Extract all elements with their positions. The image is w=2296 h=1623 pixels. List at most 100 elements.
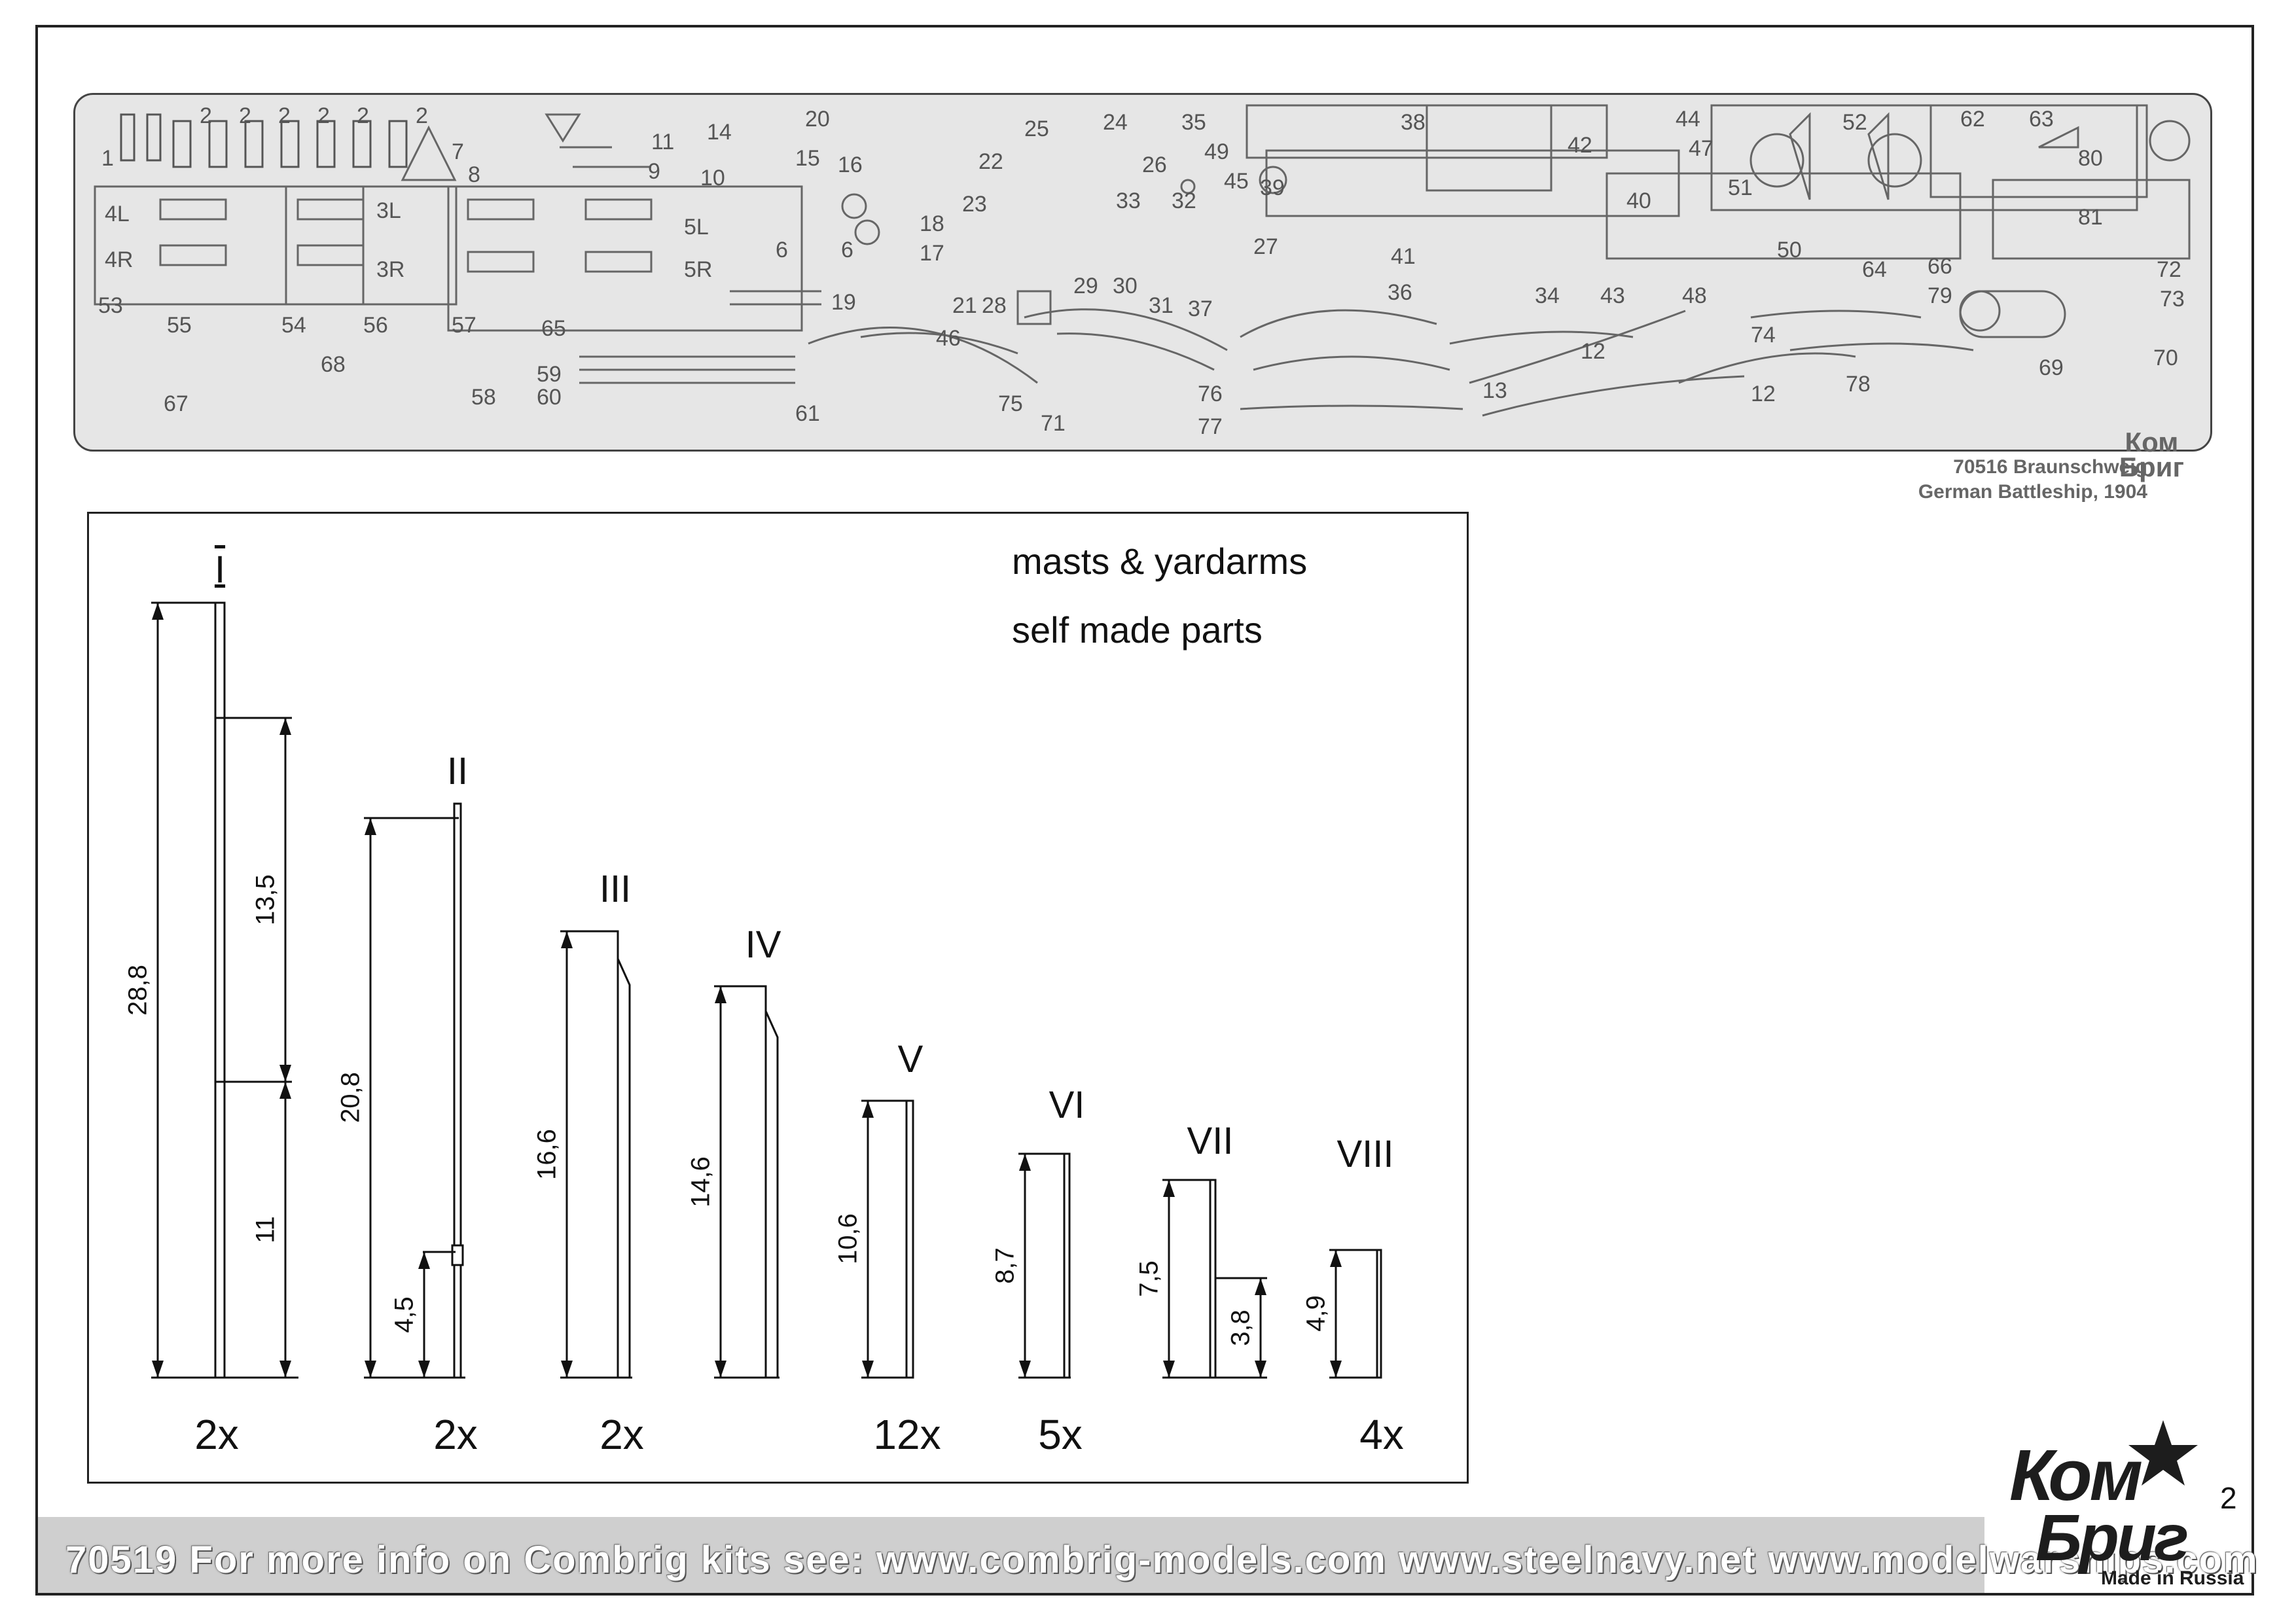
fret-part-number: 81 bbox=[2078, 205, 2103, 230]
page-number: 2 bbox=[2220, 1481, 2237, 1515]
masts-subheading: self made parts bbox=[1012, 609, 1263, 651]
fret-part-number: 69 bbox=[2039, 355, 2064, 380]
fret-part-number: 63 bbox=[2029, 107, 2054, 132]
fret-part-number: 11 bbox=[651, 130, 675, 154]
mast-quantity-III: 2x bbox=[600, 1411, 644, 1458]
dimension-label: 7,5 bbox=[1134, 1260, 1164, 1297]
fret-part-number: 40 bbox=[1626, 188, 1651, 213]
fret-part-number: 78 bbox=[1846, 372, 1871, 397]
fret-part-number: 56 bbox=[363, 313, 388, 338]
dimension-label: 10,6 bbox=[833, 1213, 863, 1264]
mast-label-II: II bbox=[446, 750, 469, 793]
fret-part-number: 75 bbox=[998, 391, 1023, 416]
mast-quantity-I: 2x bbox=[194, 1411, 239, 1458]
fret-part-number: 19 bbox=[831, 290, 856, 315]
mast-quantity-V: 12x bbox=[873, 1411, 941, 1458]
fret-title-line1: 70516 Braunschweig bbox=[1953, 456, 2147, 478]
fret-part-number: 54 bbox=[281, 313, 306, 338]
fret-part-number: 14 bbox=[707, 120, 732, 145]
masts-yardarms-panel: masts & yardarms self made parts I II II… bbox=[87, 512, 1469, 1484]
fret-part-number: 3R bbox=[376, 257, 405, 282]
fret-part-number: 70 bbox=[2153, 346, 2178, 370]
page-frame bbox=[35, 25, 2254, 1596]
fret-part-number: 2 bbox=[278, 103, 291, 128]
footer-text: 70519 For more info on Combrig kits see:… bbox=[65, 1539, 2259, 1581]
fret-part-number: 35 bbox=[1181, 110, 1206, 135]
fret-part-number: 7 bbox=[452, 139, 464, 164]
dimension-label: 20,8 bbox=[336, 1072, 365, 1123]
fret-part-number: 17 bbox=[920, 241, 944, 266]
fret-part-number: 2 bbox=[239, 103, 251, 128]
fret-part-number: 27 bbox=[1253, 234, 1278, 259]
fret-part-number: 74 bbox=[1751, 323, 1776, 348]
dimension-label: 3,8 bbox=[1226, 1310, 1255, 1346]
fret-part-number: 13 bbox=[1482, 378, 1507, 403]
made-in-russia: Made in Russia bbox=[2101, 1567, 2244, 1589]
dimension-label: 4,5 bbox=[389, 1296, 419, 1333]
fret-part-number: 4L bbox=[105, 202, 130, 226]
dimension-label: 4,9 bbox=[1301, 1295, 1331, 1332]
dimension-label: 11 bbox=[251, 1216, 280, 1243]
fret-title-line2: German Battleship, 1904 bbox=[1918, 480, 2147, 503]
fret-part-number: 21 bbox=[952, 293, 977, 318]
fret-part-number: 46 bbox=[936, 326, 961, 351]
mast-label-III: III bbox=[599, 868, 632, 910]
mast-quantity-VIII: 4x bbox=[1359, 1411, 1404, 1458]
fret-part-number: 37 bbox=[1188, 296, 1213, 321]
fret-part-number: 12 bbox=[1751, 382, 1776, 406]
fret-part-number: 48 bbox=[1682, 283, 1707, 308]
fret-part-number: 26 bbox=[1142, 152, 1167, 177]
fret-brand-line2: Бриг bbox=[2119, 451, 2184, 482]
fret-part-number: 6 bbox=[841, 238, 853, 262]
dimension-label: 14,6 bbox=[686, 1156, 715, 1207]
brand-line2: Бриг bbox=[2036, 1501, 2189, 1575]
fret-part-number: 2 bbox=[317, 103, 330, 128]
fret-brand-logo: Ком Бриг bbox=[2119, 429, 2184, 482]
fret-part-number: 53 bbox=[98, 293, 123, 318]
footer-band bbox=[38, 1517, 1984, 1593]
fret-part-number: 36 bbox=[1388, 280, 1412, 305]
fret-part-number: 15 bbox=[795, 146, 820, 171]
fret-part-number: 22 bbox=[978, 149, 1003, 174]
dimension-label: 16,6 bbox=[532, 1129, 562, 1180]
fret-part-number: 16 bbox=[838, 152, 863, 177]
fret-part-number: 71 bbox=[1041, 411, 1066, 436]
fret-part-number: 18 bbox=[920, 211, 944, 236]
mast-quantity-II: 2x bbox=[433, 1411, 478, 1458]
fret-part-number: 6 bbox=[776, 238, 788, 262]
fret-part-number: 51 bbox=[1728, 175, 1753, 200]
masts-heading: masts & yardarms bbox=[1012, 541, 1308, 582]
fret-part-number: 61 bbox=[795, 401, 820, 426]
fret-part-number: 60 bbox=[537, 385, 562, 410]
mast-quantity-VI: 5x bbox=[1038, 1411, 1083, 1458]
fret-part-number: 29 bbox=[1073, 274, 1098, 298]
fret-part-number: 45 bbox=[1224, 169, 1249, 194]
star-icon bbox=[2128, 1420, 2198, 1486]
dimension-label: 28,8 bbox=[123, 965, 152, 1016]
fret-part-number: 4R bbox=[105, 247, 134, 272]
fret-part-number: 8 bbox=[468, 162, 480, 187]
fret-part-number: 2 bbox=[416, 103, 428, 128]
fret-part-number: 10 bbox=[700, 166, 725, 190]
fret-part-number: 64 bbox=[1862, 257, 1887, 282]
mast-label-VIII: VIII bbox=[1336, 1133, 1394, 1175]
fret-part-number: 39 bbox=[1260, 175, 1285, 200]
fret-part-number: 57 bbox=[452, 313, 476, 338]
fret-part-number: 2 bbox=[200, 103, 212, 128]
mast-label-IV: IV bbox=[745, 923, 781, 966]
fret-part-number: 62 bbox=[1960, 107, 1985, 132]
combrig-logo: Ком Бриг Made in Russia bbox=[1990, 1414, 2244, 1590]
fret-part-number: 5R bbox=[684, 257, 713, 282]
fret-part-number: 32 bbox=[1172, 188, 1196, 213]
fret-part-number: 2 bbox=[357, 103, 369, 128]
fret-part-number: 31 bbox=[1149, 293, 1174, 318]
photo-etch-fret: 1 2 2 2 2 2 2 7 8 9 10 11 14 15 16 20 22… bbox=[73, 93, 2212, 503]
fret-part-number: 34 bbox=[1535, 283, 1560, 308]
fret-part-number: 77 bbox=[1198, 414, 1223, 439]
fret-part-number: 52 bbox=[1842, 110, 1867, 135]
fret-part-number: 42 bbox=[1568, 133, 1592, 158]
mast-label-VII: VII bbox=[1187, 1120, 1234, 1162]
fret-part-number: 65 bbox=[541, 316, 566, 341]
fret-part-number: 1 bbox=[101, 146, 114, 171]
fret-part-number: 55 bbox=[167, 313, 192, 338]
